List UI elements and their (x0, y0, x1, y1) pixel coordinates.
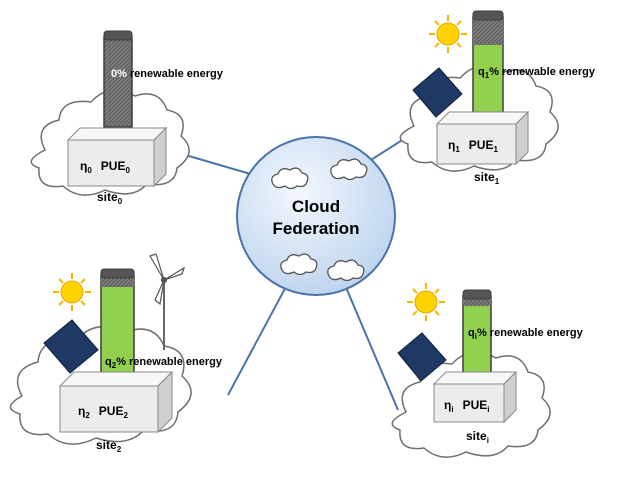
mini-cloud-icon (280, 253, 318, 276)
battery-icon (103, 30, 133, 128)
center-title-line2: Federation (273, 219, 360, 238)
site-0-label: site0 (97, 190, 123, 206)
datacenter-box (435, 110, 530, 166)
site-1-label: site1 (474, 170, 500, 186)
solar-panel-icon (397, 332, 447, 382)
site-0-renewable: 0%renewable energy (111, 68, 224, 80)
solar-panel-icon (412, 67, 463, 118)
link-sitei (341, 277, 399, 411)
mini-cloud-icon (271, 167, 309, 190)
datacenter-box (58, 370, 174, 434)
datacenter-box (432, 370, 518, 424)
mini-cloud-icon (330, 158, 368, 181)
site-2-renewable: q2% renewable energy (105, 356, 223, 370)
site-i-label: sitei (466, 429, 489, 445)
wind-turbine-icon (149, 253, 186, 350)
solar-panel-icon (43, 319, 99, 374)
site-1-renewable: q1% renewable energy (478, 66, 596, 80)
center-title-line1: Cloud (292, 197, 340, 216)
site-i-renewable: qi% renewable energy (468, 327, 584, 341)
battery-icon (472, 10, 504, 122)
sun-icon (407, 283, 445, 321)
mini-cloud-icon (327, 259, 365, 282)
cloud-federation-globe: Cloud Federation (236, 136, 396, 296)
sun-icon (53, 273, 91, 311)
datacenter-box (66, 126, 168, 188)
site-2-label: site2 (96, 438, 122, 454)
battery-icon (100, 268, 135, 378)
sun-icon (429, 15, 467, 53)
